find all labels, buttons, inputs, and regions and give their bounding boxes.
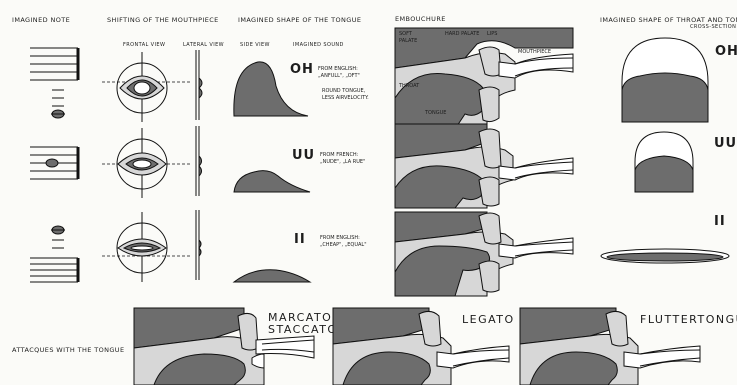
attack-marcato-diagram: [134, 308, 264, 385]
header-tongue-shape: IMAGINED SHAPE OF THE TONGUE: [238, 16, 361, 24]
label-lips: LIPS: [487, 31, 497, 38]
vowel-ii-note: FROM ENGLISH: „CHEAP", „EQUAL": [320, 235, 367, 249]
header-shifting-mouthpiece: SHIFTING OF THE MOUTHPIECE: [107, 16, 219, 24]
label-mouthpiece: MOUTHPIECE: [518, 49, 551, 56]
label-throat: THROAT: [399, 83, 419, 90]
note-staff-oh: [30, 45, 80, 125]
note-staff-ii: [30, 222, 80, 282]
throat-section-uu: [633, 132, 695, 194]
throat-vowel-ii: II: [714, 214, 726, 229]
mouth-frontal-uu: [112, 128, 172, 198]
label-soft-palate: SOFT PALATE: [399, 31, 417, 45]
vowel-oh-remark: ROUND TONGUE, LESS AIRVELOCITY.: [322, 88, 369, 102]
vowel-uu: UU: [292, 148, 315, 163]
label-hard-palate: HARD PALATE: [445, 31, 479, 38]
throat-section-oh: [620, 38, 710, 124]
embouchure-oh: [395, 28, 573, 126]
mouth-frontal-ii: [112, 212, 172, 282]
header-imagined-sound: IMAGINED SOUND: [293, 42, 344, 48]
tongue-side-ii: [232, 262, 312, 284]
mouth-lateral-uu: [188, 126, 208, 196]
embouchure-uu: [395, 124, 573, 208]
vowel-uu-note: FROM FRENCH: „NUDE", „LA RUE": [320, 152, 365, 166]
mouth-frontal-oh: [112, 52, 172, 122]
mouth-lateral-oh: [188, 50, 208, 120]
header-throat-shape: IMAGINED SHAPE OF THROAT AND TONGUE: [600, 16, 737, 24]
attack-marcato-mouthpiece: [256, 336, 316, 360]
throat-vowel-uu: UU: [714, 136, 737, 151]
label-tongue: TONGUE: [425, 110, 446, 117]
throat-section-ii: [600, 248, 730, 264]
vowel-ii: II: [294, 232, 306, 247]
header-frontal-view: FRONTAL VIEW: [123, 42, 165, 48]
embouchure-ii: [395, 212, 573, 296]
attack-marcato-text: MARCATO STACCATO: [268, 311, 338, 336]
attack-legato-label: LEGATO: [462, 314, 515, 326]
header-cross-section: CROSS-SECTION: [690, 24, 736, 30]
header-imagined-note: IMAGINED NOTE: [12, 16, 70, 24]
header-lateral-view: LATERAL VIEW: [183, 42, 224, 48]
mouth-lateral-ii: [188, 210, 208, 280]
vowel-oh-note: FROM ENGLISH: „ANFULL", „OFT": [318, 66, 360, 80]
header-embouchure: EMBOUCHURE: [395, 15, 446, 23]
tongue-side-uu: [232, 158, 312, 194]
attack-marcato-label: MARCATO STACCATO: [268, 312, 338, 336]
note-staff-uu: [30, 144, 80, 184]
attack-fluttertonguing-label: FLUTTERTONGUING: [640, 314, 737, 326]
throat-vowel-oh: OH: [715, 44, 737, 59]
vowel-oh: OH: [290, 62, 314, 77]
header-side-view: SIDE VIEW: [240, 42, 270, 48]
attacks-title: ATTACQUES WITH THE TONGUE: [12, 346, 124, 354]
